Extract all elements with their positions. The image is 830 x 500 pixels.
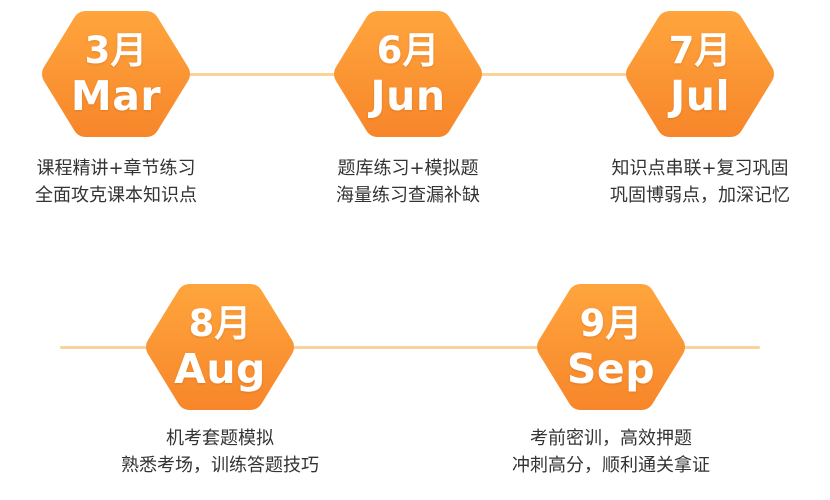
step-description-march: 课程精讲+章节练习 全面攻克课本知识点 [1,155,231,209]
description-line-2: 巩固博弱点，加深记忆 [610,185,790,206]
hexagon-icon [42,11,190,137]
hexagon-icon [334,11,482,137]
timeline-connector-row2 [60,346,760,349]
month-label-en: Mar [70,72,162,120]
step-description-july: 知识点串联+复习巩固 巩固博弱点，加深记忆 [585,155,815,209]
month-label-cn: 8月 [188,302,252,345]
month-label-cn: 7月 [668,29,732,72]
description-line-1: 机考套题模拟 [166,428,274,449]
description-line-1: 知识点串联+复习巩固 [611,158,789,179]
timeline-step-march: 3月 Mar [38,5,194,143]
description-line-2: 冲刺高分，顺利通关拿证 [512,455,710,476]
description-line-1: 考前密训，高效押题 [530,428,692,449]
step-description-september: 考前密训，高效押题 冲刺高分，顺利通关拿证 [496,425,726,479]
month-label-en: Aug [174,345,266,393]
step-description-june: 题库练习+模拟题 海量练习查漏补缺 [293,155,523,209]
month-label-cn: 3月 [84,29,148,72]
timeline-step-july: 7月 Jul [622,5,778,143]
timeline-step-september: 9月 Sep [533,278,689,416]
hexagon-icon [626,11,774,137]
description-line-2: 海量练习查漏补缺 [336,185,480,206]
month-label-cn: 9月 [579,302,643,345]
month-label-en: Jul [670,72,730,120]
month-label-en: Sep [566,345,656,393]
hexagon-icon [146,284,294,410]
description-line-1: 题库练习+模拟题 [337,158,479,179]
description-line-2: 全面攻克课本知识点 [35,185,197,206]
step-description-august: 机考套题模拟 熟悉考场，训练答题技巧 [105,425,335,479]
month-label-cn: 6月 [376,29,440,72]
timeline-step-june: 6月 Jun [330,5,486,143]
timeline-step-august: 8月 Aug [142,278,298,416]
description-line-1: 课程精讲+章节练习 [36,158,196,179]
description-line-2: 熟悉考场，训练答题技巧 [121,455,319,476]
hexagon-icon [537,284,685,410]
month-label-en: Jun [370,72,446,120]
